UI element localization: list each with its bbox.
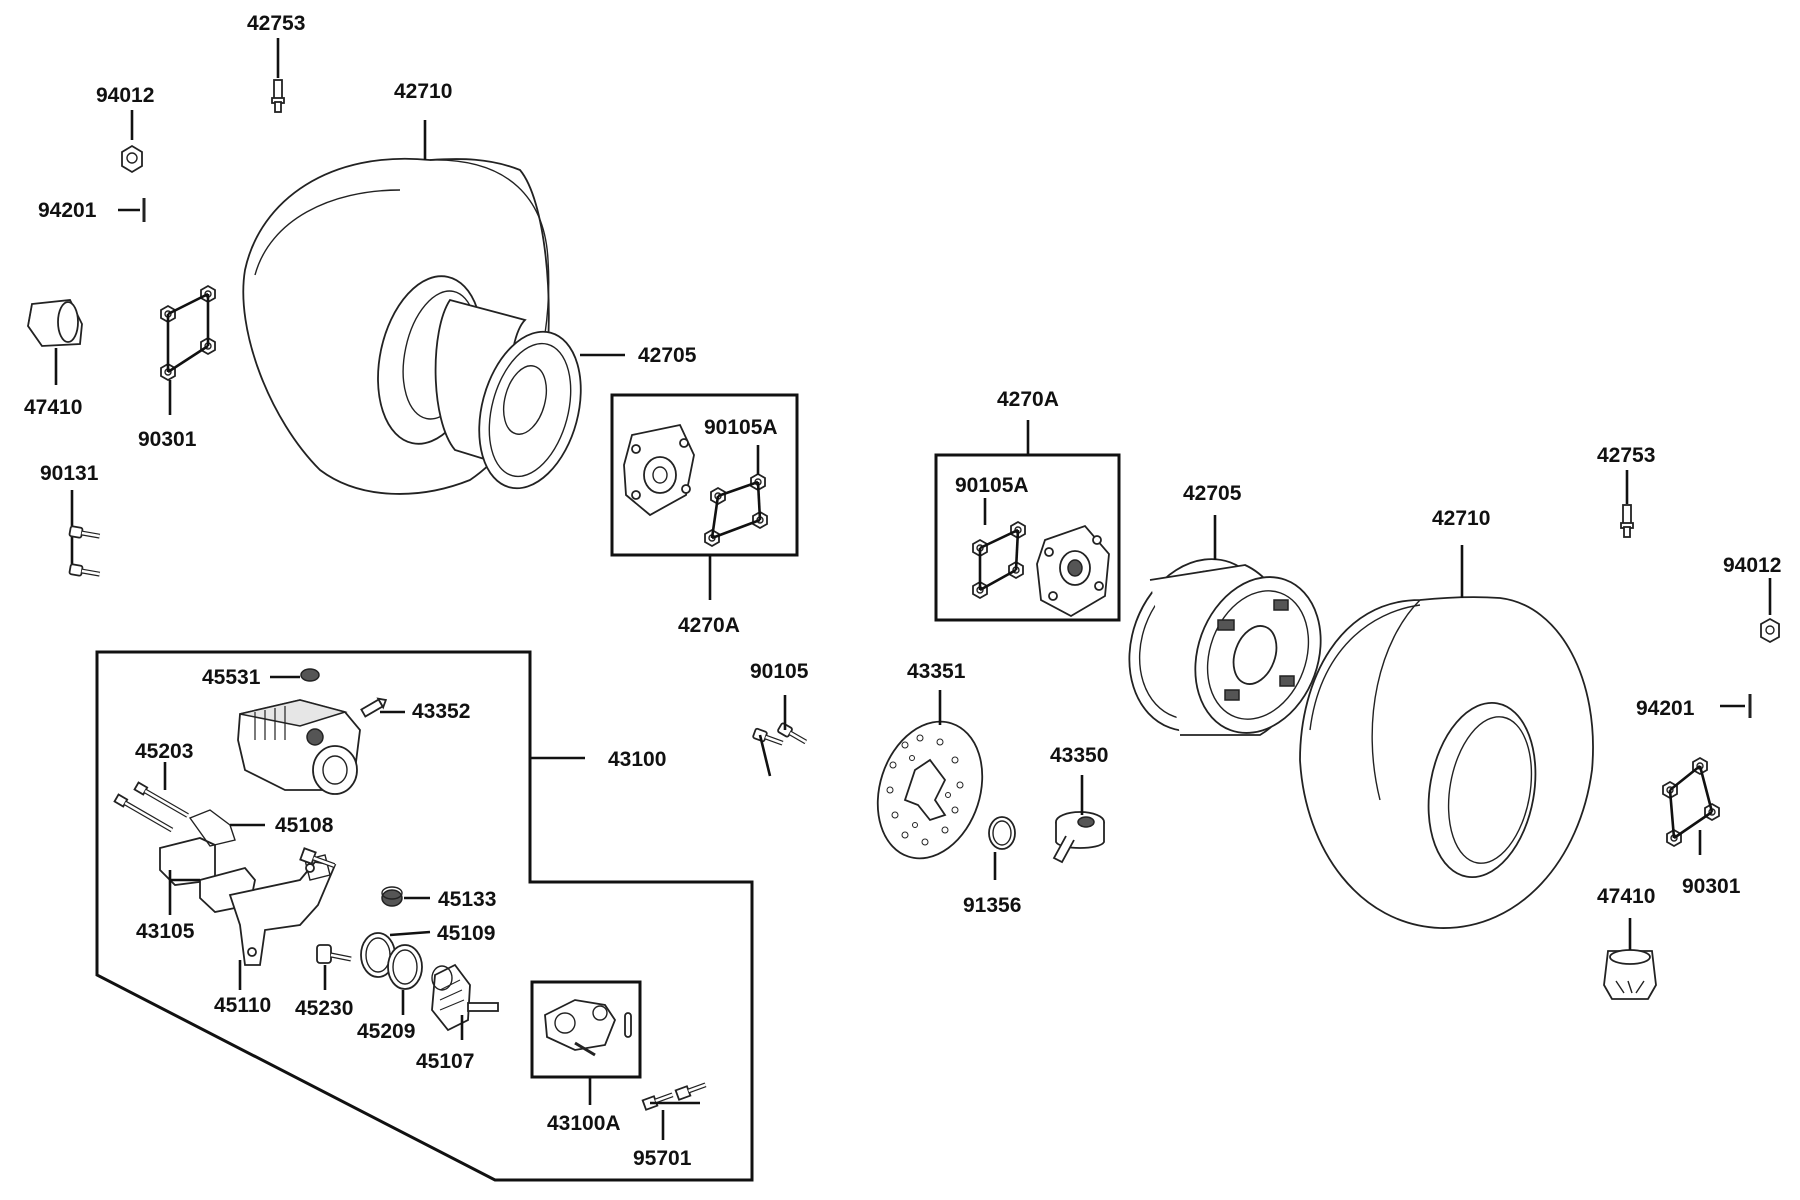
hub-studs-right-icon <box>972 521 1026 599</box>
lug-nut-icon <box>121 144 143 174</box>
disc-hub-icon <box>1052 811 1105 864</box>
label-90301-right: 90301 <box>1682 875 1741 898</box>
wheel-cap-right-icon <box>1603 949 1657 1000</box>
label-94012-left: 94012 <box>96 84 154 107</box>
rim-right <box>1128 558 1322 736</box>
label-45110: 45110 <box>214 994 271 1017</box>
label-45209: 45209 <box>357 1020 415 1043</box>
label-47410-left: 47410 <box>24 396 82 419</box>
hub-assembly-box-left <box>610 393 799 557</box>
brake-caliper-box <box>95 650 754 1182</box>
label-42705-right: 42705 <box>1183 482 1242 505</box>
brake-disc-icon <box>876 720 984 860</box>
label-43105: 43105 <box>136 920 195 943</box>
label-42710-left: 42710 <box>394 80 452 103</box>
label-91356: 91356 <box>963 894 1021 917</box>
wheel-cap-icon <box>27 299 83 347</box>
caliper-bracket-icon <box>228 854 337 966</box>
hub-bolts-icon <box>69 490 100 579</box>
piston-icon <box>431 963 499 1032</box>
tire-right <box>1299 596 1594 929</box>
label-45108: 45108 <box>275 814 334 837</box>
piston-pin-icon <box>316 944 352 964</box>
wheel-hub-right-icon <box>1036 524 1110 618</box>
lug-nut-right-icon <box>1760 617 1780 644</box>
part-labels: 42753 94012 42710 94201 42705 47410 9030… <box>24 12 1781 1170</box>
dust-seal-icon <box>387 944 423 990</box>
bleeder-cap-icon <box>300 668 320 682</box>
hub-studs-icon <box>704 473 768 547</box>
valve-stem-icon <box>271 79 285 113</box>
label-4270a-left: 4270A <box>678 614 740 637</box>
rim-left <box>434 298 582 490</box>
label-42710-right: 42710 <box>1432 507 1490 530</box>
label-45107: 45107 <box>416 1050 474 1073</box>
label-90105: 90105 <box>750 660 809 683</box>
bracket-bolt-icon <box>299 847 336 868</box>
lever-bolts-icon <box>641 1082 707 1111</box>
label-4270a-right: 4270A <box>997 388 1059 411</box>
label-90105a-right: 90105A <box>955 474 1029 497</box>
brake-lever-icon <box>544 999 632 1057</box>
label-45230: 45230 <box>295 997 353 1020</box>
label-42753-right: 42753 <box>1597 444 1655 467</box>
axle-bolts-icon <box>753 695 809 777</box>
label-45109: 45109 <box>437 922 495 945</box>
wheel-studs-right-icon <box>1662 757 1720 847</box>
label-90301-left: 90301 <box>138 428 197 451</box>
label-43100a: 43100A <box>547 1112 621 1135</box>
caliper-bolts-icon <box>113 781 189 833</box>
label-45133: 45133 <box>438 888 496 911</box>
label-94201-right: 94201 <box>1636 697 1695 720</box>
caliper-body-icon <box>237 699 361 795</box>
brake-lever-box <box>530 980 642 1079</box>
spring-icon <box>381 886 403 907</box>
label-42705-left: 42705 <box>638 344 697 367</box>
label-42753-left: 42753 <box>247 12 305 35</box>
wheel-studs-icon <box>160 285 216 381</box>
label-95701: 95701 <box>633 1147 692 1170</box>
label-94201-left: 94201 <box>38 199 97 222</box>
snap-ring-icon <box>988 816 1016 850</box>
label-45203: 45203 <box>135 740 193 763</box>
wheel-hub-icon <box>623 423 695 517</box>
label-45531: 45531 <box>202 666 261 689</box>
label-90105a-left: 90105A <box>704 416 778 439</box>
label-43350: 43350 <box>1050 744 1108 767</box>
label-43100: 43100 <box>608 748 666 771</box>
bleeder-valve-icon <box>360 697 388 718</box>
label-47410-right: 47410 <box>1597 885 1655 908</box>
label-43352: 43352 <box>412 700 470 723</box>
label-90131: 90131 <box>40 462 99 485</box>
valve-stem-right-icon <box>1620 504 1634 538</box>
brake-pads-icon <box>159 809 256 913</box>
label-94012-right: 94012 <box>1723 554 1781 577</box>
label-43351: 43351 <box>907 660 966 683</box>
